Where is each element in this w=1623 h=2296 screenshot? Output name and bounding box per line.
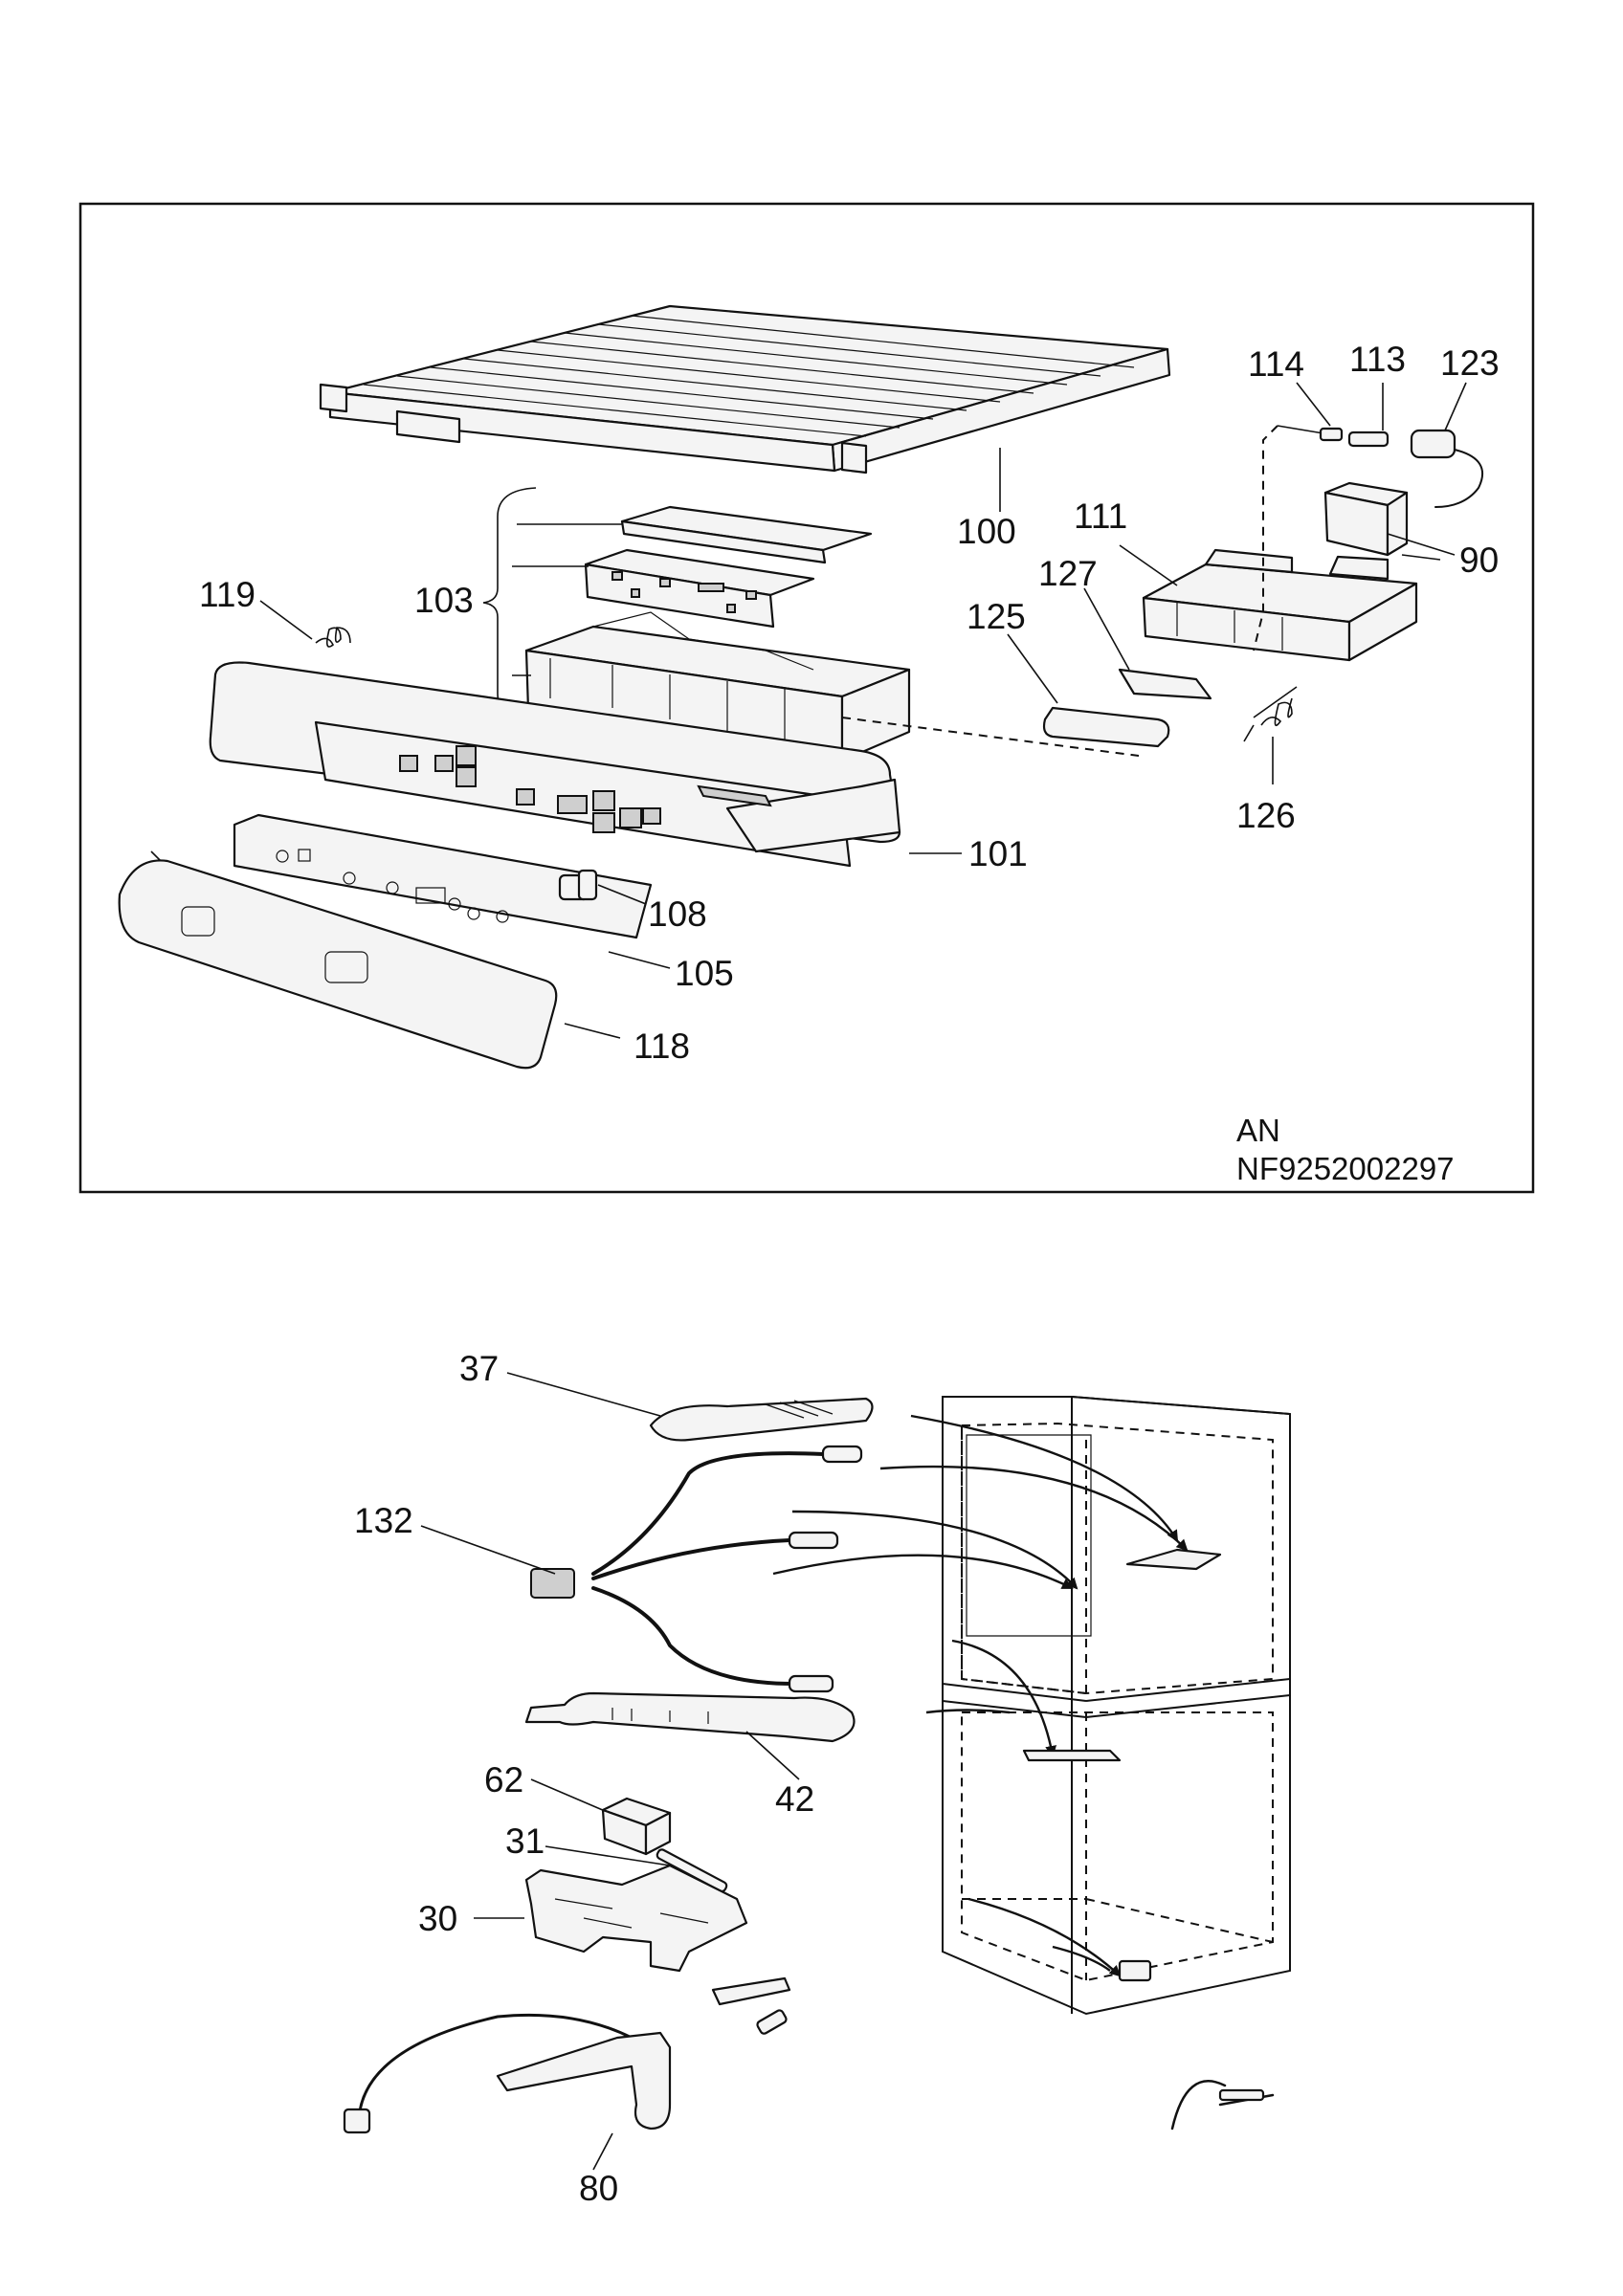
- part-118-front-trim: [118, 850, 558, 1070]
- callout-80: 80: [579, 2169, 618, 2208]
- part-108-knob: [558, 869, 647, 905]
- lower-diagram: 37 132 42 62 31 30 80: [343, 1349, 1291, 2208]
- callout-37: 37: [459, 1349, 499, 1388]
- drawing-number: NF9252002297: [1236, 1151, 1455, 1186]
- cabinet-tube-holder: [1022, 1749, 1122, 1762]
- part-114-113-123-lamp-wiring: [1253, 382, 1483, 651]
- part-119-spring: [259, 600, 351, 648]
- cabinet-switch: [1118, 1959, 1152, 1982]
- part-103-board-assembly: [482, 487, 911, 762]
- callout-114: 114: [1248, 344, 1304, 384]
- callout-127: 127: [1038, 554, 1098, 593]
- callout-125: 125: [967, 597, 1026, 636]
- part-127-switch: [1083, 587, 1212, 700]
- cabinet-connector: [1218, 2088, 1265, 2102]
- part-100-shelf: [319, 304, 1171, 475]
- part-37-clip: [506, 1372, 874, 1442]
- sensor-tip-2: [788, 1531, 839, 1550]
- upper-diagram: 114 113 123 100 111 90 127 125 119 103 1…: [78, 202, 1535, 1194]
- callout-119: 119: [199, 575, 256, 614]
- callout-113: 113: [1349, 340, 1406, 379]
- callout-132: 132: [354, 1501, 413, 1540]
- part-101-control-housing: [209, 661, 901, 868]
- callout-101: 101: [968, 834, 1028, 873]
- assembly-arrows: [772, 1414, 1189, 1977]
- callout-42: 42: [775, 1779, 814, 1819]
- part-111-housing: [1142, 548, 1418, 662]
- cabinet-wire: [1170, 2080, 1275, 2130]
- cabinet-sensor-clip: [1125, 1548, 1222, 1571]
- part-bracket-clip: [711, 1976, 791, 2035]
- callout-105: 105: [675, 954, 734, 993]
- callout-100: 100: [957, 512, 1016, 551]
- callout-123: 123: [1440, 343, 1500, 383]
- region-code: AN: [1236, 1113, 1280, 1148]
- sensor-tip-3: [788, 1674, 834, 1693]
- part-42-drain-tube: [524, 1691, 856, 1780]
- cabinet-outline: [942, 1396, 1291, 2016]
- part-62-connector-block: [530, 1778, 672, 1856]
- harness-connector: [530, 1568, 575, 1599]
- callout-103: 103: [414, 581, 474, 620]
- part-105-display-panel: [233, 813, 653, 939]
- callout-30: 30: [418, 1899, 457, 1938]
- callout-118: 118: [634, 1027, 690, 1066]
- upper-diagram-frame: [78, 202, 1535, 1194]
- callout-31: 31: [505, 1821, 545, 1861]
- part-80-sensor-cover: [343, 2013, 672, 2171]
- part-125-lamp-cover: [841, 633, 1170, 757]
- callout-90: 90: [1459, 541, 1499, 580]
- callout-126: 126: [1236, 796, 1296, 835]
- callout-108: 108: [648, 894, 707, 934]
- callout-62: 62: [484, 1760, 523, 1799]
- upper-leader-lines: [564, 448, 1441, 1039]
- sensor-tip-1: [821, 1445, 863, 1464]
- callout-111: 111: [1074, 497, 1127, 536]
- part-90-transformer: [1323, 481, 1456, 557]
- part-126-spring: [1243, 686, 1298, 784]
- part-30-bracket: [474, 1864, 748, 1973]
- part-132-sensor-harness: [420, 1445, 863, 1693]
